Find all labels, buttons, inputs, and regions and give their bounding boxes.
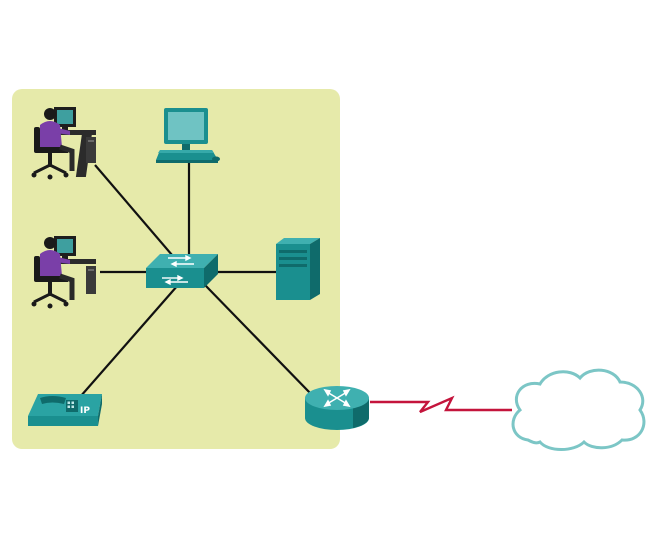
link-switch-router xyxy=(204,284,313,396)
link-phone-switch xyxy=(79,284,179,398)
ip-phone-icon: IP xyxy=(28,394,102,426)
desktop-computer-icon xyxy=(156,108,220,163)
ip-phone-label: IP xyxy=(80,406,90,416)
lan-links xyxy=(79,162,313,398)
server-icon xyxy=(276,238,320,300)
router-icon xyxy=(305,386,369,430)
switch-icon xyxy=(146,254,218,288)
wan-serial-link xyxy=(370,395,512,414)
workstation-icon xyxy=(31,107,96,180)
cloud-icon xyxy=(511,368,646,451)
link-workstation-top-switch xyxy=(94,164,179,263)
workstation-icon xyxy=(31,236,96,309)
